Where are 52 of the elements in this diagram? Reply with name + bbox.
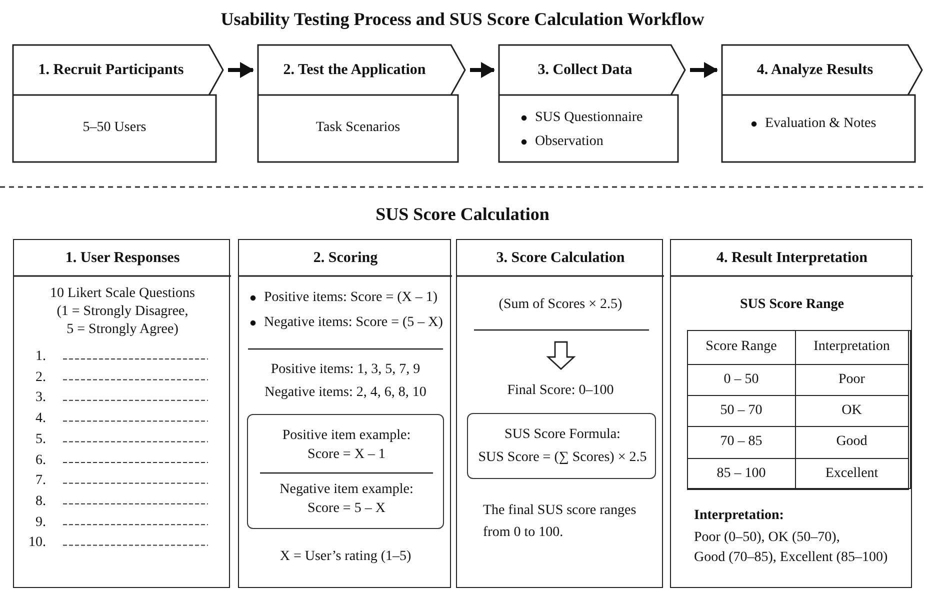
panel-heading: 2. Scoring bbox=[312, 249, 379, 267]
arrow bbox=[228, 62, 254, 78]
item-list: Negative items: 2, 4, 6, 8, 10 bbox=[239, 384, 452, 402]
formula: (Sum of Scores × 2.5) bbox=[498, 296, 624, 314]
panel-heading: 3. Score Calculation bbox=[495, 249, 626, 267]
formula: SUS Score = (∑ Scores) × 2.5 bbox=[477, 449, 648, 467]
step-detail: Task Scenarios bbox=[314, 119, 402, 137]
question-number: 8. bbox=[34, 492, 46, 511]
description: 10 Likert Scale Questions bbox=[48, 285, 196, 303]
step-heading: 3. Collect Data bbox=[536, 61, 634, 79]
question-number: 5. bbox=[34, 430, 46, 449]
note-heading: Interpretation: bbox=[694, 507, 785, 525]
question-number: 7. bbox=[34, 472, 46, 490]
arrow bbox=[690, 62, 718, 78]
panel-heading: 4. Result Interpretation bbox=[716, 249, 868, 267]
calculation-panel bbox=[670, 239, 912, 588]
question-number: 6. bbox=[34, 452, 46, 470]
formula: Score = X – 1 bbox=[306, 446, 386, 464]
diagram-title: Usability Testing Process and SUS Score Calculation Workflow bbox=[220, 8, 706, 30]
question-number: 1. bbox=[34, 348, 46, 366]
note-text: Good (70–85), Excellent (85–100) bbox=[694, 549, 889, 567]
question-number: 2. bbox=[34, 368, 46, 387]
example-title: Negative item example: bbox=[278, 481, 414, 499]
question-number: 3. bbox=[34, 389, 46, 408]
step-heading: 1. Recruit Participants bbox=[37, 61, 185, 79]
scale-note: (1 = Strongly Disagree, 5 = Strongly Agree) bbox=[56, 303, 190, 339]
process-step bbox=[722, 45, 922, 162]
step-heading: 4. Analyze Results bbox=[756, 61, 874, 79]
process-step bbox=[13, 45, 223, 162]
process-step bbox=[258, 45, 465, 162]
table-title: SUS Score Range bbox=[739, 296, 845, 314]
step-detail: 5–50 Users bbox=[82, 119, 148, 137]
calculation-panel bbox=[456, 239, 663, 588]
section-heading: SUS Score Calculation bbox=[374, 203, 550, 225]
question-number: 10. bbox=[28, 534, 46, 552]
panel-heading: 1. User Responses bbox=[64, 249, 181, 267]
question-number: 4. bbox=[34, 410, 46, 428]
arrow bbox=[470, 62, 495, 78]
calculation-panel bbox=[13, 239, 230, 588]
example-title: Positive item example: bbox=[281, 427, 412, 445]
rating-note: X = User’s rating (1–5) bbox=[278, 548, 412, 566]
step-heading: 2. Test the Application bbox=[282, 61, 427, 79]
note-text: Poor (0–50), OK (50–70), bbox=[694, 529, 841, 547]
formula: Score = 5 – X bbox=[306, 500, 386, 518]
note-text: The final SUS score ranges from 0 to 100. bbox=[483, 502, 638, 542]
question-number: 9. bbox=[34, 514, 46, 532]
table-cell: Excellent bbox=[794, 458, 909, 490]
item-list: Positive items: 1, 3, 5, 7, 9 bbox=[239, 361, 452, 379]
formula-title: SUS Score Formula: bbox=[504, 426, 622, 444]
formula-box bbox=[247, 414, 444, 529]
formula-box bbox=[467, 413, 656, 479]
result-text: Final Score: 0–100 bbox=[506, 382, 615, 400]
